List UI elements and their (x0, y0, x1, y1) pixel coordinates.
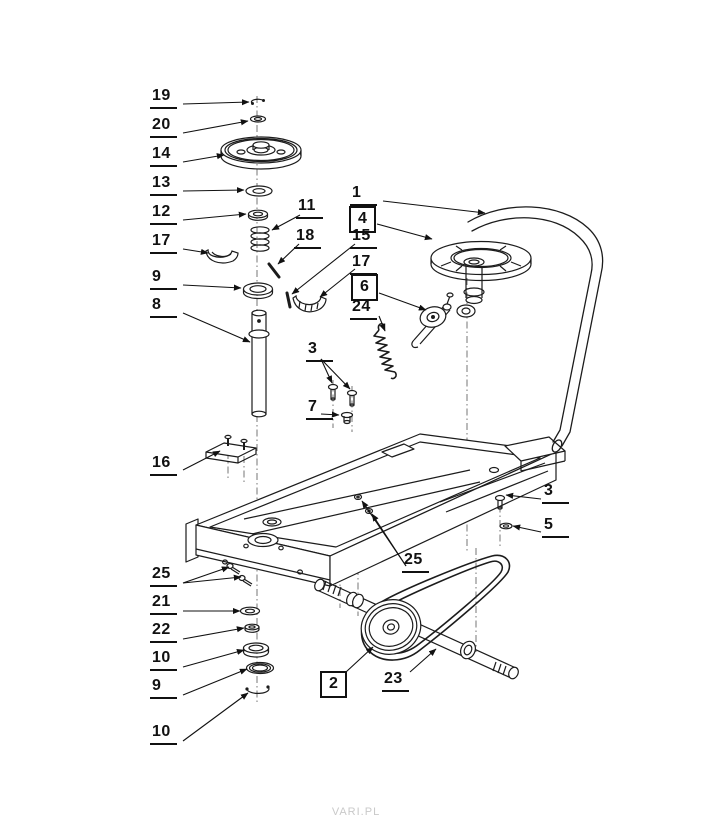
callout-21: 21 (150, 594, 177, 615)
callout-23: 23 (382, 671, 409, 692)
callout-14: 14 (150, 146, 177, 167)
washer-13 (245, 185, 273, 197)
callout-1: 1 (350, 185, 377, 206)
callout-17-collar: 17 (150, 233, 177, 254)
callout-11: 11 (296, 198, 323, 219)
drive-disc-4 (430, 240, 532, 318)
tension-spring-24 (373, 323, 397, 380)
callout-19: 19 (150, 88, 177, 109)
callout-2: 2 (320, 671, 348, 698)
callout-3-left: 3 (306, 341, 333, 362)
callout-10-lower: 10 (150, 724, 177, 745)
callout-9-bottom: 9 (150, 678, 177, 699)
segment-17 (292, 294, 327, 313)
callout-13: 13 (150, 175, 177, 196)
callout-24: 24 (350, 299, 377, 320)
shaft-8 (248, 309, 270, 418)
watermark-text: VARI.PL (331, 806, 381, 818)
callout-20: 20 (150, 117, 177, 138)
callout-5: 5 (542, 517, 569, 538)
rear-bolt-3 (494, 494, 506, 510)
spring-11 (250, 226, 270, 252)
callout-12: 12 (150, 204, 177, 225)
callout-18: 18 (294, 228, 321, 249)
bearing-housing (456, 304, 476, 318)
steering-shaft-stack (205, 98, 327, 418)
callout-25-left: 25 (150, 566, 177, 587)
callout-3-right: 3 (542, 483, 569, 504)
callout-10-upper: 10 (150, 650, 177, 671)
callout-8: 8 (150, 297, 177, 318)
spacer-22 (244, 623, 260, 633)
callout-4: 4 (349, 206, 377, 233)
washer-21 (239, 606, 261, 616)
pulley-2 (360, 599, 422, 655)
axle-bearing (460, 640, 476, 660)
callout-17-segment: 17 (350, 254, 377, 275)
callout-25-right: 25 (402, 552, 429, 573)
callout-6: 6 (351, 274, 379, 301)
pin-15 (285, 291, 292, 309)
collar-17 (205, 249, 239, 264)
washer-12 (247, 209, 269, 221)
chassis-frame (185, 433, 566, 587)
callout-7: 7 (306, 399, 333, 420)
handlebar-1 (467, 206, 604, 453)
washer-20 (249, 115, 267, 123)
bearing-9-top (242, 282, 274, 300)
deck-screw-25-a (353, 494, 363, 501)
callout-16: 16 (150, 455, 177, 476)
pin-18 (267, 262, 281, 279)
ring-10-upper (242, 642, 270, 658)
callout-9-top: 9 (150, 269, 177, 290)
rear-washer-5 (499, 522, 513, 530)
pulley-14 (220, 136, 302, 170)
circlip-19 (250, 98, 266, 105)
callout-22: 22 (150, 622, 177, 643)
wheel-axle (314, 578, 519, 680)
circlip-10-lower (245, 685, 270, 694)
bearing-9-bottom (245, 661, 275, 675)
tensioner-arm-6 (411, 292, 454, 349)
bolts-3 (327, 383, 358, 407)
nut-7 (340, 411, 354, 425)
support-bracket-16 (205, 434, 257, 464)
